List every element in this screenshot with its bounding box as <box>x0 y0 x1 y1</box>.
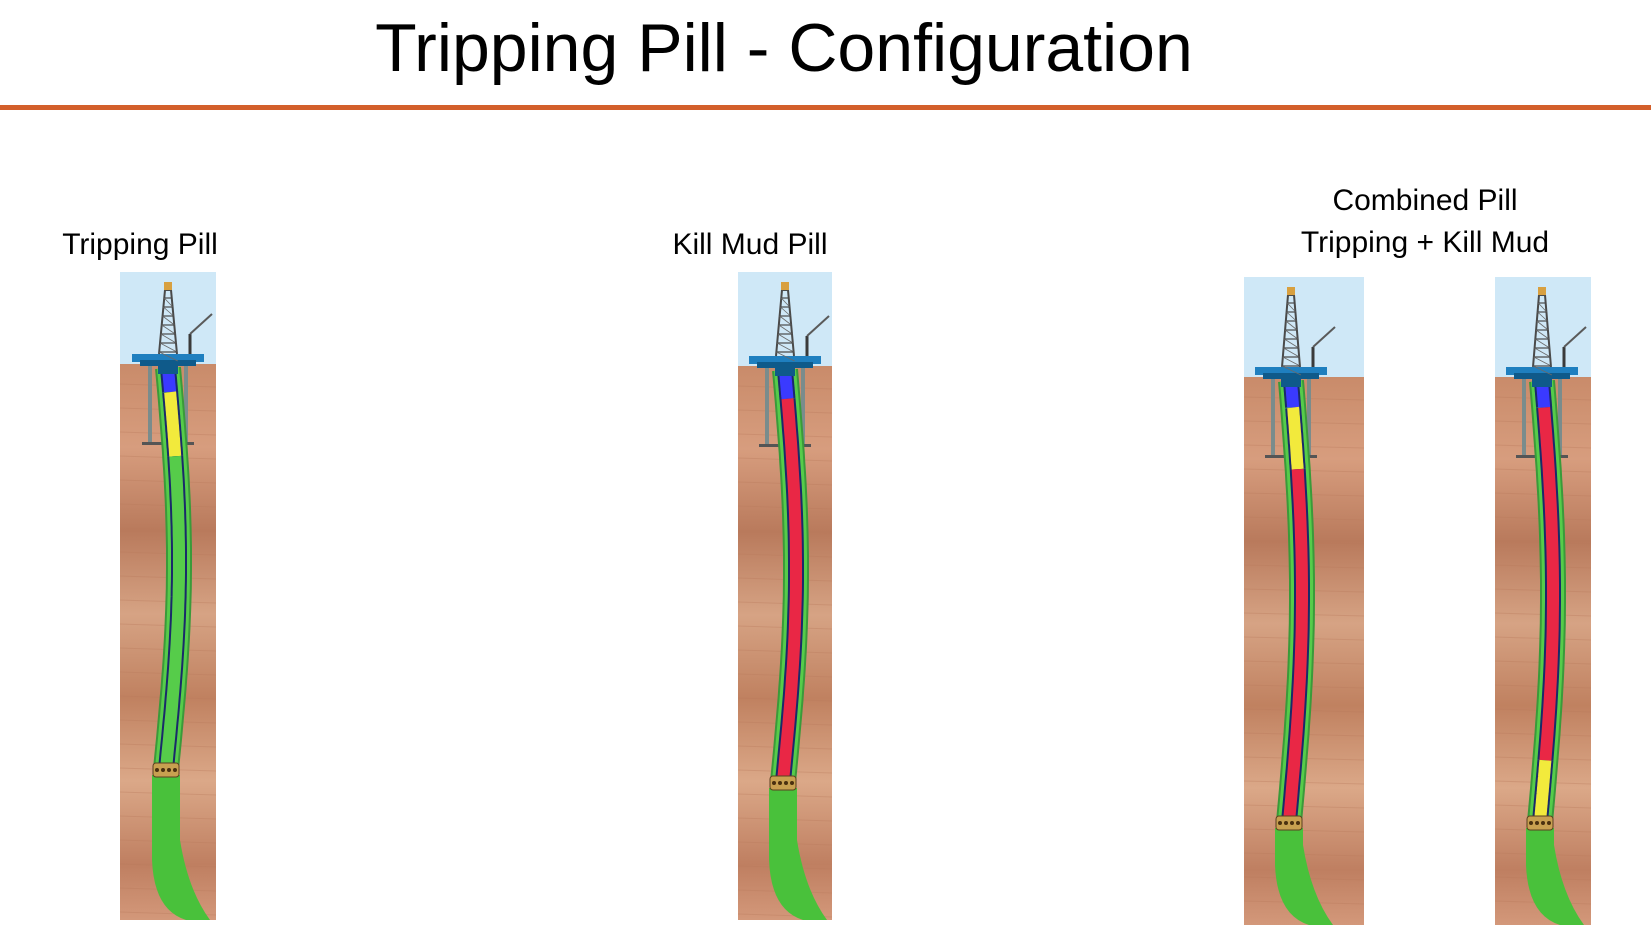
combined-pill-well-b <box>1495 277 1591 925</box>
open-hole <box>1526 828 1584 925</box>
drilling-platform <box>132 354 204 374</box>
casing-left <box>765 366 769 446</box>
combined-pill-label-line2: Tripping + Kill Mud <box>1300 226 1550 259</box>
open-hole <box>152 775 210 920</box>
drill-bit-icon <box>152 762 180 778</box>
casing-left <box>148 364 152 444</box>
formation-stratum <box>1244 828 1364 833</box>
fluid-column-green <box>160 455 185 770</box>
sky-background <box>1244 277 1364 377</box>
crane-icon <box>1562 326 1587 367</box>
slide-title: Tripping Pill - Configuration <box>375 10 1193 86</box>
combined-pill-label: Combined Pill Tripping + Kill Mud <box>1255 180 1595 264</box>
drill-bit-icon <box>1526 815 1554 831</box>
drilling-platform <box>749 356 821 376</box>
formation-stratum <box>1244 804 1364 809</box>
crane-icon <box>188 313 213 354</box>
title-divider <box>0 105 1651 110</box>
crane-icon <box>805 315 830 356</box>
drilling-rig-icon <box>775 282 795 362</box>
drilling-platform <box>1506 367 1578 387</box>
casing-right <box>184 364 188 444</box>
fluid-column-red <box>777 398 802 783</box>
well-diagram <box>1244 277 1364 925</box>
kill-mud-pill-label: Kill Mud Pill <box>672 228 828 261</box>
well-diagram <box>120 272 216 920</box>
drill-bit-icon <box>769 775 797 791</box>
tripping-pill-label: Tripping Pill <box>62 228 218 261</box>
drill-bit-icon <box>1275 815 1303 831</box>
combined-pill-label-line1: Combined Pill <box>1332 184 1518 217</box>
casing-left <box>1271 377 1275 457</box>
fluid-column-red <box>1283 468 1308 823</box>
open-hole <box>1275 828 1333 925</box>
fluid-column-yellow <box>1287 406 1304 470</box>
fluid-column-red <box>1538 407 1559 761</box>
well-diagram <box>738 272 832 920</box>
open-hole <box>769 788 827 920</box>
tripping-pill-well <box>120 272 216 920</box>
drilling-platform <box>1255 367 1327 387</box>
drilling-rig-icon <box>1281 287 1302 376</box>
casing-left <box>1522 377 1526 457</box>
casing-right <box>801 366 805 446</box>
fluid-column-yellow <box>164 391 182 457</box>
casing-right <box>1558 377 1562 457</box>
drilling-rig-icon <box>158 282 178 362</box>
drilling-rig-icon <box>1532 287 1553 376</box>
fluid-column-yellow <box>1534 759 1552 823</box>
kill-mud-pill-well <box>738 272 832 920</box>
well-diagram <box>1495 277 1591 925</box>
casing-right <box>1307 377 1311 457</box>
crane-icon <box>1311 326 1336 367</box>
combined-pill-well-a <box>1244 277 1364 925</box>
